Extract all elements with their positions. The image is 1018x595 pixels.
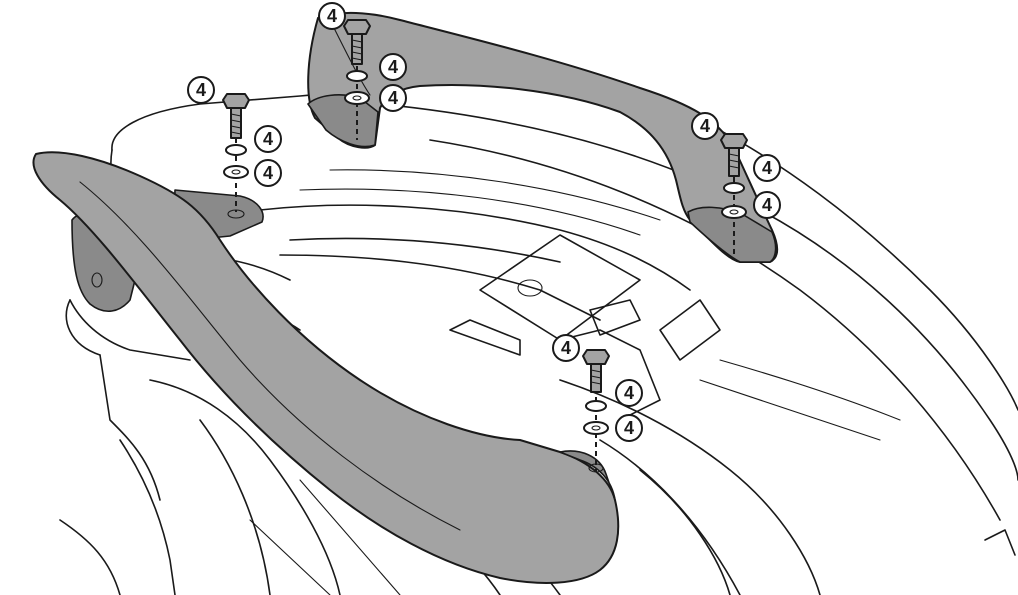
washer-icon (223, 165, 249, 179)
washer-icon (723, 182, 745, 194)
washer-icon (344, 91, 370, 105)
callout-label: 4 (327, 6, 337, 26)
callout-label: 4 (263, 163, 273, 183)
bolt-icon (222, 93, 250, 139)
washer-icon (721, 205, 747, 219)
callout-11: 4 (615, 379, 643, 407)
callout-label: 4 (388, 57, 398, 77)
callout-4: 4 (187, 76, 215, 104)
callout-label: 4 (561, 338, 571, 358)
left-grab-handle (32, 151, 620, 584)
callout-8: 4 (753, 154, 781, 182)
fastener-set-left (222, 93, 250, 219)
washer-icon (225, 144, 247, 156)
bolt-icon (343, 19, 371, 65)
callout-6: 4 (254, 159, 282, 187)
fastener-set-right (720, 133, 748, 219)
callout-label: 4 (624, 418, 634, 438)
washer-icon (346, 70, 368, 82)
callout-7: 4 (691, 112, 719, 140)
callout-9: 4 (753, 191, 781, 219)
callout-10: 4 (552, 334, 580, 362)
callout-label: 4 (263, 129, 273, 149)
callout-2: 4 (379, 53, 407, 81)
bolt-icon (582, 349, 610, 393)
callout-label: 4 (762, 195, 772, 215)
callout-labels: 4 4 4 4 4 4 4 4 (187, 2, 781, 442)
callout-5: 4 (254, 125, 282, 153)
callout-3: 4 (379, 84, 407, 112)
bolt-icon (720, 133, 748, 177)
callout-label: 4 (700, 116, 710, 136)
mount-hole (91, 272, 103, 288)
callout-label: 4 (196, 80, 206, 100)
fastener-set-bottom (582, 349, 610, 473)
fastener-set-top (343, 19, 371, 105)
rear-grab-handle (307, 11, 778, 263)
callout-label: 4 (388, 88, 398, 108)
callout-label: 4 (624, 383, 634, 403)
callout-12: 4 (615, 414, 643, 442)
washer-icon (585, 400, 607, 412)
washer-icon (583, 421, 609, 435)
callout-label: 4 (762, 158, 772, 178)
callout-1: 4 (318, 2, 346, 30)
